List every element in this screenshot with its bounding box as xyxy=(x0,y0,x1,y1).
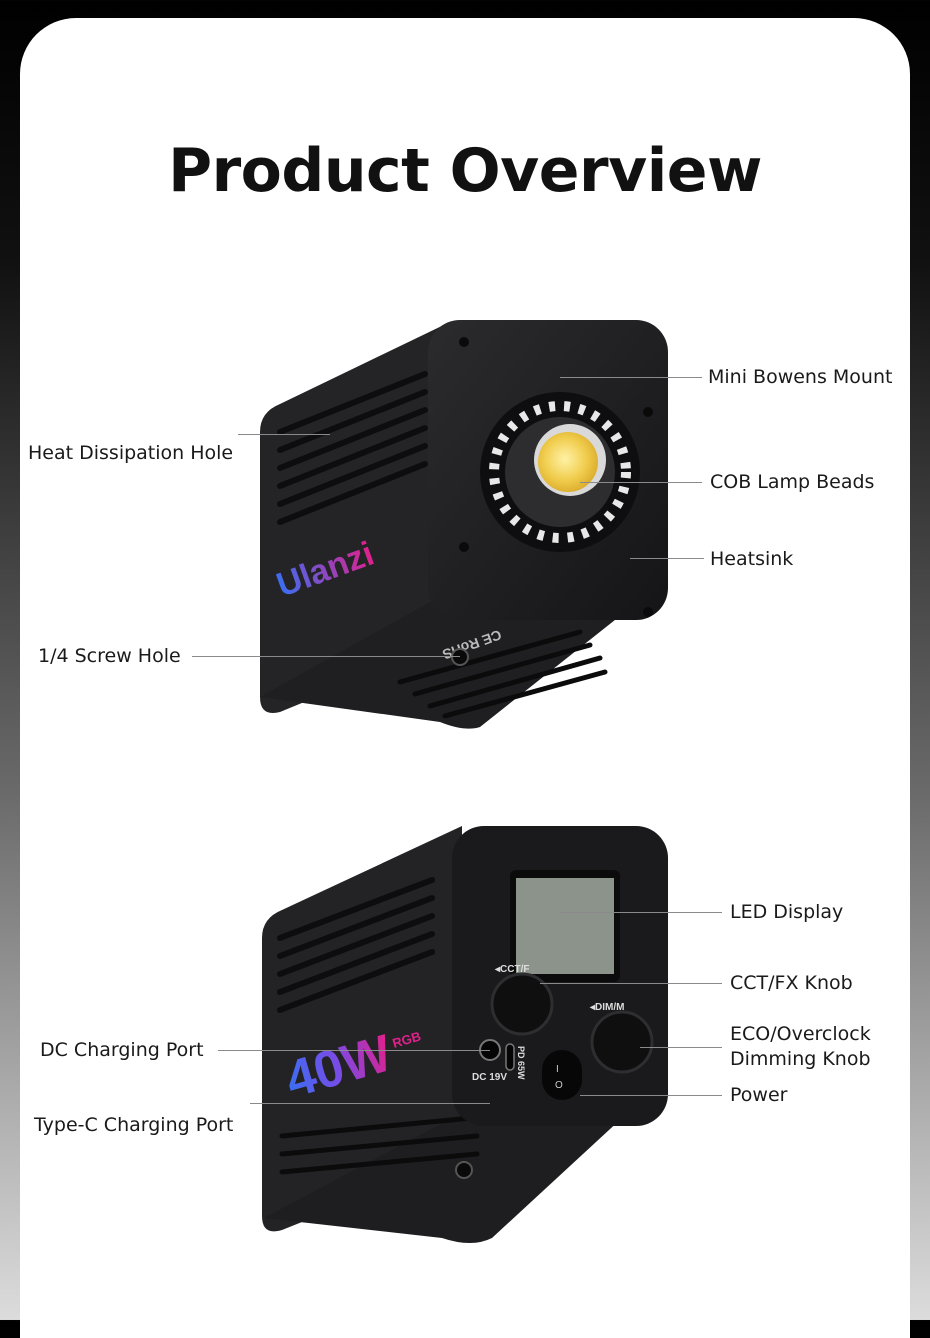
dim-knob-label: ◂DIM/M xyxy=(589,1002,624,1013)
led-display-screen xyxy=(516,878,614,974)
leader-line-heatsink xyxy=(630,558,704,559)
leader-line-screw-hole xyxy=(192,656,460,657)
label-heat-dissipation-hole: Heat Dissipation Hole xyxy=(28,442,234,464)
bottom-screw-hole xyxy=(455,1161,473,1179)
leader-line-heat-hole xyxy=(238,434,330,435)
label-screw-hole: 1/4 Screw Hole xyxy=(38,645,181,667)
svg-text:I: I xyxy=(556,1064,559,1075)
svg-text:O: O xyxy=(555,1080,563,1091)
power-switch[interactable] xyxy=(542,1050,582,1100)
leader-line-mount xyxy=(560,377,702,378)
leader-line-type-c xyxy=(250,1103,490,1104)
label-type-c-charging-port: Type-C Charging Port xyxy=(34,1114,234,1136)
leader-line-led-display xyxy=(560,912,722,913)
label-dc-charging-port: DC Charging Port xyxy=(40,1039,204,1061)
cct-knob-label: ◂CCT/F xyxy=(494,964,529,975)
leader-line-eco-knob xyxy=(640,1047,722,1048)
dc-port-label: DC 19V xyxy=(472,1072,507,1083)
type-c-charging-port xyxy=(505,1043,515,1071)
label-eco-overclock-line1: ECO/Overclock xyxy=(730,1023,871,1045)
label-eco-overclock-line2: Dimming Knob xyxy=(730,1048,871,1070)
screw-hole xyxy=(451,648,469,666)
leader-line-dc-port xyxy=(218,1050,490,1051)
leader-line-power xyxy=(580,1095,722,1096)
cct-fx-knob[interactable] xyxy=(490,972,554,1036)
label-led-display: LED Display xyxy=(730,901,844,923)
pd-port-label: PD 65W xyxy=(516,1046,526,1080)
eco-overclock-knob[interactable] xyxy=(590,1010,654,1074)
label-heatsink: Heatsink xyxy=(710,548,794,570)
label-power: Power xyxy=(730,1084,788,1106)
leader-line-cob xyxy=(580,482,702,483)
light-rear-view-image: ◂CCT/F ◂DIM/M I O DC 19V PD 65W 40W RGB xyxy=(262,826,668,1243)
label-mini-bowens-mount: Mini Bowens Mount xyxy=(708,366,893,388)
leader-line-cct-knob xyxy=(540,983,722,984)
light-front-view-image: Ulanzi CE RoHS xyxy=(260,320,668,729)
label-cct-fx-knob: CCT/FX Knob xyxy=(730,972,853,994)
label-cob-lamp-beads: COB Lamp Beads xyxy=(710,471,875,493)
page-title: Product Overview xyxy=(168,136,762,206)
